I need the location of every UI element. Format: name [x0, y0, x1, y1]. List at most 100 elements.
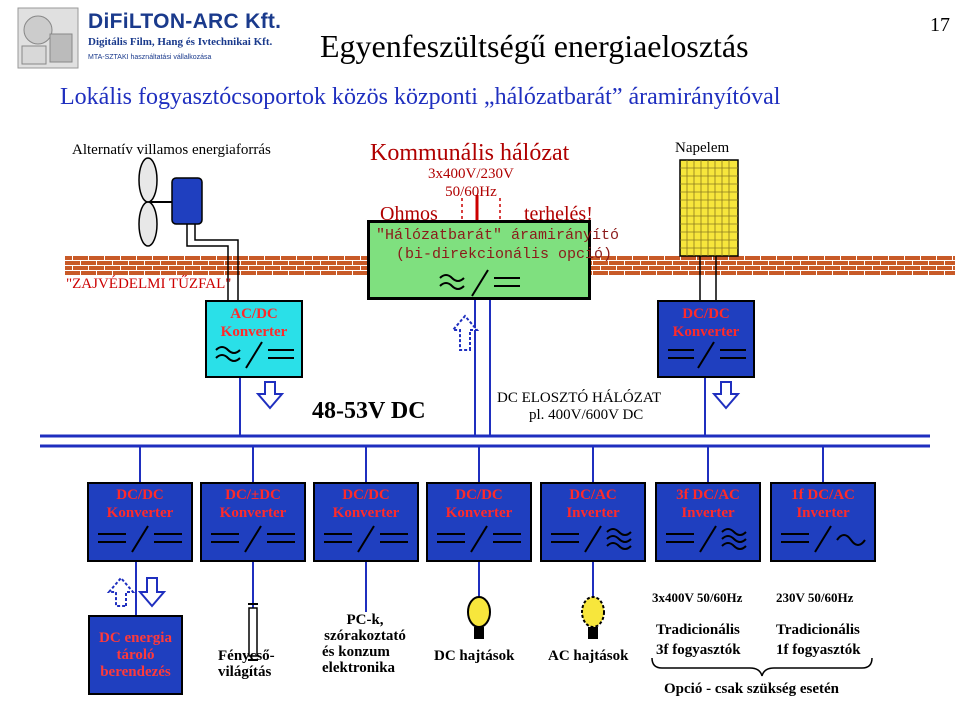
arrow-down-icon	[137, 577, 167, 608]
converter-7-label: 1f DC/AC Inverter	[770, 486, 876, 522]
dc-dc-symbol-icon	[98, 525, 182, 553]
electronics-line2: szórakoztató	[324, 628, 406, 644]
arrow-down-icon	[711, 381, 741, 410]
acdc-converter	[205, 300, 303, 378]
lighting-line1: Fénycső-	[218, 648, 275, 664]
acdc-label-line2: Konverter	[220, 324, 288, 340]
lighting-line2: világítás	[218, 664, 272, 680]
converter-5-line1: DC/AC	[569, 487, 617, 503]
converter-3-line1: DC/DC	[342, 487, 390, 503]
trad3-line1: Tradicionális	[656, 622, 740, 638]
converter-5-label: DC/AC Inverter	[540, 486, 646, 522]
converter-2-line1: DC/±DC	[225, 487, 281, 503]
dc-ac-symbol-icon	[551, 525, 632, 553]
dc-dc-symbol-icon	[324, 525, 408, 553]
ohmos-label: Ohmos	[380, 203, 438, 225]
grid-frequency: 50/60Hz	[445, 184, 497, 200]
acdc-converter-label: AC/DC Konverter	[205, 305, 303, 341]
wind-turbine-icon	[138, 157, 203, 247]
firewall-label: "ZAJVÉDELMI TŰZFAL"	[66, 276, 232, 292]
ac-motor-icon	[581, 596, 605, 639]
grid-converter-subtitle: (bi-direkcionális opció)	[396, 246, 613, 263]
fluorescent-lamp-icon	[248, 603, 258, 661]
converter-6	[655, 482, 761, 562]
dc-drives-label: DC hajtások	[434, 648, 515, 664]
solar-dcdc-label: DC/DC Konverter	[657, 305, 755, 341]
grid-converter-title: "Hálózatbarát" áramirányító	[376, 227, 620, 244]
alt-source-label: Alternatív villamos energiaforrás	[72, 142, 271, 158]
storage-line1: DC energia	[99, 630, 172, 646]
acdc-label-line1: AC/DC	[230, 306, 278, 322]
dc-motor-icon	[467, 596, 491, 639]
option-label: Opció - csak szükség esetén	[664, 681, 839, 697]
dc-network-line1: DC ELOSZTÓ HÁLÓZAT	[497, 390, 662, 406]
converter-3-line2: Konverter	[332, 505, 400, 521]
electronics-line4: elektronika	[322, 660, 396, 676]
solar-dcdc-converter	[657, 300, 755, 378]
converter-5-line2: Inverter	[566, 505, 620, 521]
grid-voltage: 3x400V/230V	[428, 166, 514, 182]
converter-6-label: 3f DC/AC Inverter	[655, 486, 761, 522]
converter-1-line1: DC/DC	[116, 487, 164, 503]
logo-small-text: MTA-SZTAKI használtatási vállalkozása	[88, 54, 212, 61]
arrow-down-icon	[255, 381, 285, 410]
converter-4-line1: DC/DC	[455, 487, 503, 503]
converter-1	[87, 482, 193, 562]
option-brace	[651, 657, 873, 677]
page-number: 17	[930, 14, 950, 36]
grid-voltage-block: 3x400V/230V 50/60Hz	[428, 165, 514, 201]
output-1f-label: 230V 50/60Hz	[776, 590, 854, 605]
electronics-line1: PC-k,	[346, 612, 384, 628]
dc-dc-symbol-icon	[211, 525, 295, 553]
dc-storage-label: DC energia tároló berendezés	[88, 630, 183, 681]
page-title: Egyenfeszültségű energiaelosztás	[320, 28, 749, 64]
converter-4	[426, 482, 532, 562]
trad1-line2: 1f fogyasztók	[776, 642, 861, 658]
converter-7-line2: Inverter	[796, 505, 850, 521]
converter-2-label: DC/±DC Konverter	[200, 486, 306, 522]
logo-tagline: Digitális Film, Hang és Ivtechnikai Kft.	[88, 36, 273, 48]
converter-1-label: DC/DC Konverter	[87, 486, 193, 522]
dc-network-label: DC ELOSZTÓ HÁLÓZAT pl. 400V/600V DC	[497, 390, 661, 424]
electronics-label: PC-k, szórakoztató és konzum elektronika	[320, 612, 410, 676]
converter-6-line2: Inverter	[681, 505, 735, 521]
arrow-icons	[137, 381, 741, 608]
dc-network-line2: pl. 400V/600V DC	[529, 407, 644, 423]
grid-friendly-converter	[367, 220, 591, 300]
converter-4-label: DC/DC Konverter	[426, 486, 532, 522]
converter-2-line2: Konverter	[219, 505, 287, 521]
solar-label: Napelem	[675, 140, 730, 156]
output-3f-label: 3x400V 50/60Hz	[652, 590, 743, 605]
converter-7	[770, 482, 876, 562]
arrow-up-dashed-icon	[106, 576, 136, 607]
dc48-label: 48-53V DC	[312, 398, 426, 424]
converter-3-label: DC/DC Konverter	[313, 486, 419, 522]
trad1-line1: Tradicionális	[776, 622, 860, 638]
ac-dc-symbol-icon	[439, 269, 520, 297]
solar-dcdc-line2: Konverter	[672, 324, 740, 340]
solar-dcdc-line1: DC/DC	[682, 306, 730, 322]
converter-4-line2: Konverter	[445, 505, 513, 521]
arrow-up-dashed-icon	[450, 314, 480, 351]
ac-drives-label: AC hajtások	[548, 648, 629, 664]
storage-line3: berendezés	[100, 664, 171, 680]
grid-title: Kommunális hálózat	[370, 140, 570, 166]
trad3-line2: 3f fogyasztók	[656, 642, 741, 658]
dc-ac-1f-symbol-icon	[781, 525, 866, 553]
company-logo-icon	[17, 7, 79, 69]
dc-dc-symbol-icon	[437, 525, 521, 553]
load-label: terhelés!	[524, 203, 593, 225]
page-subtitle: Lokális fogyasztócsoportok közös központ…	[60, 84, 781, 110]
storage-line2: tároló	[116, 647, 155, 663]
dc-ac-symbol-icon	[666, 525, 747, 553]
converter-3	[313, 482, 419, 562]
solar-panel-icon	[679, 159, 739, 257]
converter-2	[200, 482, 306, 562]
dc-dc-symbol-icon	[668, 341, 746, 369]
converter-1-line2: Konverter	[106, 505, 174, 521]
lighting-label: Fénycső- világítás	[218, 648, 275, 680]
converter-7-line1: 1f DC/AC	[791, 487, 855, 503]
traditional-1f-label: Tradicionális 1f fogyasztók	[776, 620, 861, 660]
dc-storage-device	[88, 615, 183, 695]
